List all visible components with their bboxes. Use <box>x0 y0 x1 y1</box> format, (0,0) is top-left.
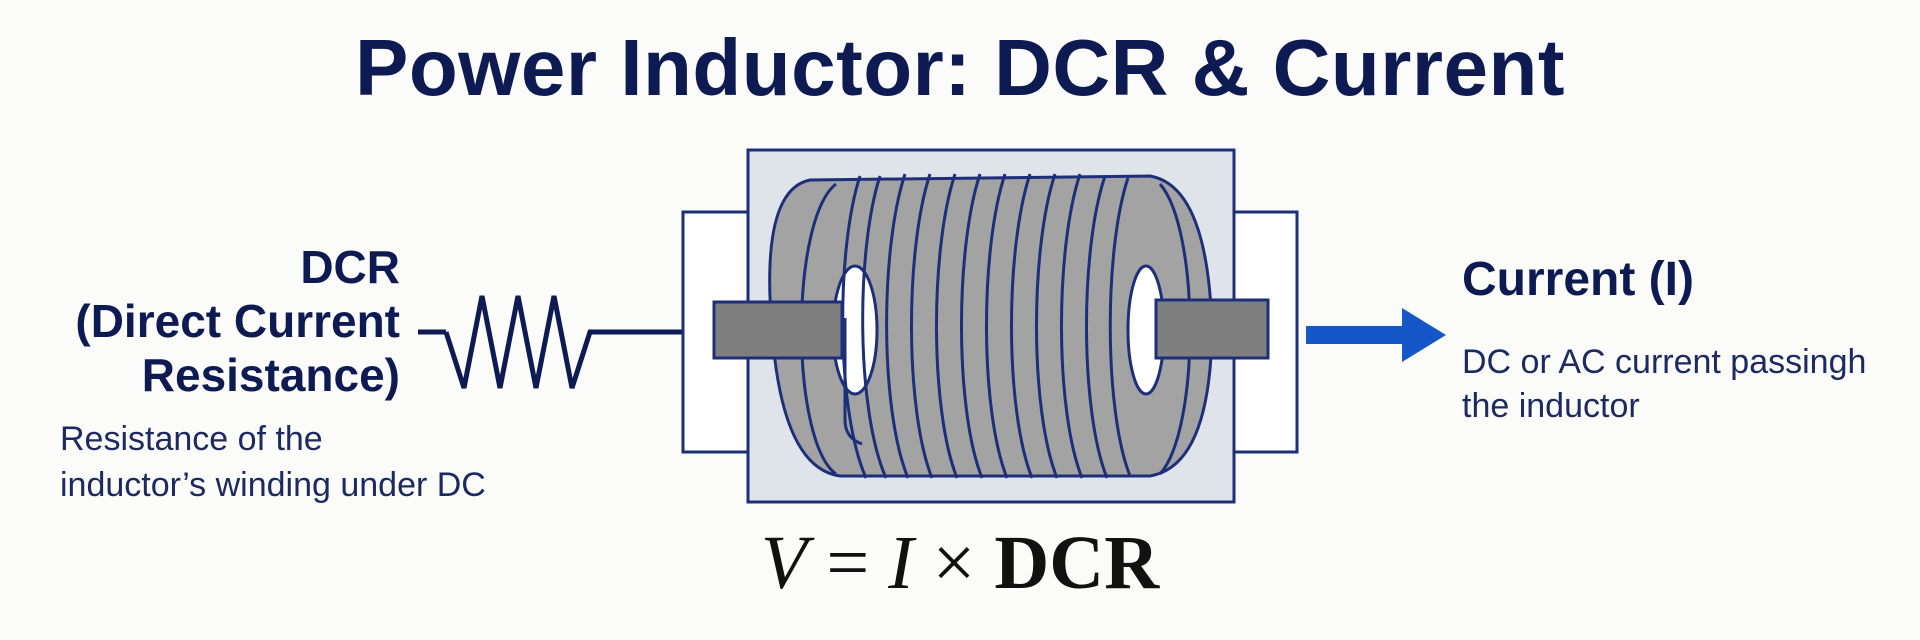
dcr-description-line-2: inductor’s winding under DC <box>60 466 486 504</box>
formula-current: I <box>888 521 914 605</box>
formula-times: × <box>913 521 995 605</box>
current-title: Current (I) <box>1462 253 1694 306</box>
right-terminal-pin <box>1154 298 1270 360</box>
dcr-title-line-3: Resistance) <box>141 349 400 401</box>
resistor-symbol <box>443 295 682 389</box>
formula-dcr: DCR <box>994 521 1160 605</box>
current-description: DC or AC current passingh the inductor <box>1462 340 1902 428</box>
dcr-description: Resistance of the inductor’s winding und… <box>60 416 600 508</box>
left-terminal-pin <box>712 300 844 360</box>
formula-voltage: V <box>760 521 808 605</box>
formula-equals: = <box>807 521 889 605</box>
ohms-law-formula: V = I × DCR <box>0 520 1920 607</box>
dcr-description-line-1: Resistance of the <box>60 420 323 458</box>
page-title: Power Inductor: DCR & Current <box>354 23 1566 112</box>
dcr-title-line-2: (Direct Current <box>75 295 400 347</box>
current-description-line-1: DC or AC current passingh <box>1462 343 1867 381</box>
current-description-line-2: the inductor <box>1462 387 1640 425</box>
dcr-title-line-1: DCR <box>300 241 400 293</box>
dcr-label-block: DCR (Direct Current Resistance) <box>20 240 400 402</box>
coil-winding <box>768 173 1214 479</box>
current-arrow-icon <box>1306 308 1446 362</box>
